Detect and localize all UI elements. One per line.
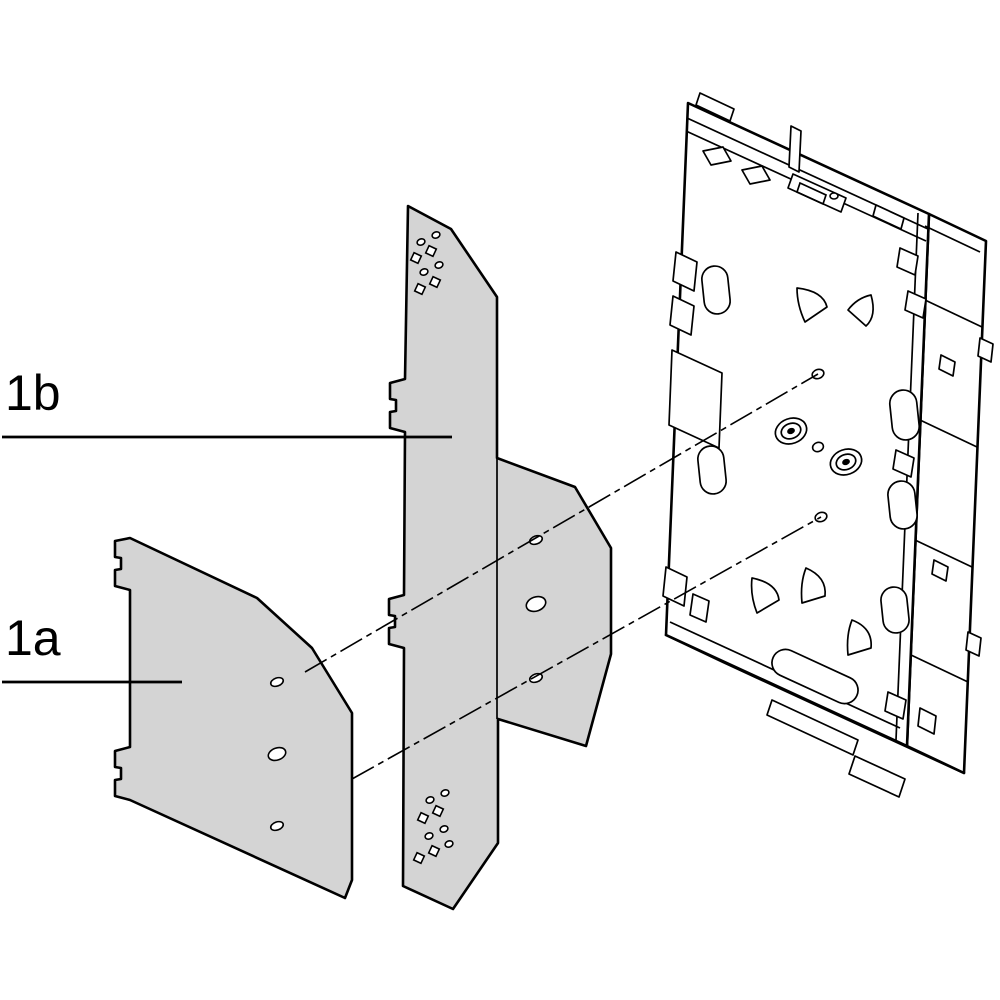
tray-slot-rounded (888, 389, 921, 441)
tray-slot-rounded (697, 445, 727, 495)
plate-1a-hole-top (269, 676, 285, 688)
label-1a: 1a (5, 610, 61, 666)
tray-cutout-diamond (702, 146, 732, 166)
tray-wall-rib (699, 650, 758, 679)
tray-guide-fin (846, 619, 872, 656)
tray-cutout-square (917, 707, 937, 735)
tray-bottom-tab (766, 699, 859, 756)
tray-guide-fin (800, 567, 826, 604)
tray-latch (872, 204, 905, 230)
tray-latch-inner (795, 181, 828, 206)
tray-cutout-square (662, 566, 688, 607)
tray-bottom-latch (848, 755, 906, 798)
tray-clip (977, 337, 994, 363)
callout-1a: 1a (2, 610, 182, 684)
tray-wall-rib (919, 419, 978, 448)
tray-corner-tab (695, 92, 735, 122)
assembly-centerlines (304, 373, 822, 780)
plate-1a-outline (113, 536, 354, 900)
label-1b: 1b (5, 365, 61, 421)
tray-cutout-square (904, 290, 927, 319)
centerline-upper (304, 373, 819, 673)
tray-guide-fin (847, 294, 874, 327)
tray-cutout-square (689, 593, 710, 623)
centerline-lower (351, 516, 822, 780)
bracket-1b-bottom-holes (412, 789, 454, 865)
tray-cutout-square (669, 295, 695, 336)
tray-wall-rib (759, 677, 818, 706)
bracket-1b-top-holes (409, 231, 444, 296)
tray-wall-rib (914, 539, 973, 568)
plate-1a (113, 536, 354, 900)
bracket-1b (387, 204, 613, 911)
callout-1b: 1b (2, 365, 452, 439)
tray-guide-fin (796, 287, 828, 323)
tray-slot-rounded (887, 480, 918, 530)
tray-center-hole (811, 441, 825, 453)
plate-1a-hole-mid (267, 746, 287, 762)
tray-cutout-square (672, 251, 698, 292)
tray-slot-rounded (880, 586, 910, 634)
tray-slot-rounded (771, 648, 859, 705)
tray-latch-hole (829, 192, 839, 200)
tray-wall-hole (938, 354, 956, 377)
tray-wall-rib (924, 299, 983, 328)
tray-wall-edge (924, 225, 981, 253)
tray-guide-fin (750, 577, 780, 614)
tray-boss-1 (774, 417, 808, 445)
tray-cutout-square (892, 449, 915, 478)
plate-1a-hole-bottom (269, 820, 285, 832)
bracket-1b-hole-bottom (528, 672, 544, 684)
tray-cutout-square (884, 691, 907, 720)
tray-clip (965, 631, 982, 657)
tray-wall-rib (910, 654, 969, 683)
bracket-1b-hole-mid (525, 595, 547, 613)
bracket-1b-outline (387, 204, 613, 911)
tray-cutout-diamond (741, 165, 771, 185)
tray-slot (788, 125, 802, 173)
tray-wall-hole (931, 559, 949, 582)
tray-cutout-square (896, 247, 919, 276)
tray-boss-2 (829, 448, 863, 476)
splice-tray (662, 92, 994, 798)
tray-slot-rounded (701, 265, 731, 315)
